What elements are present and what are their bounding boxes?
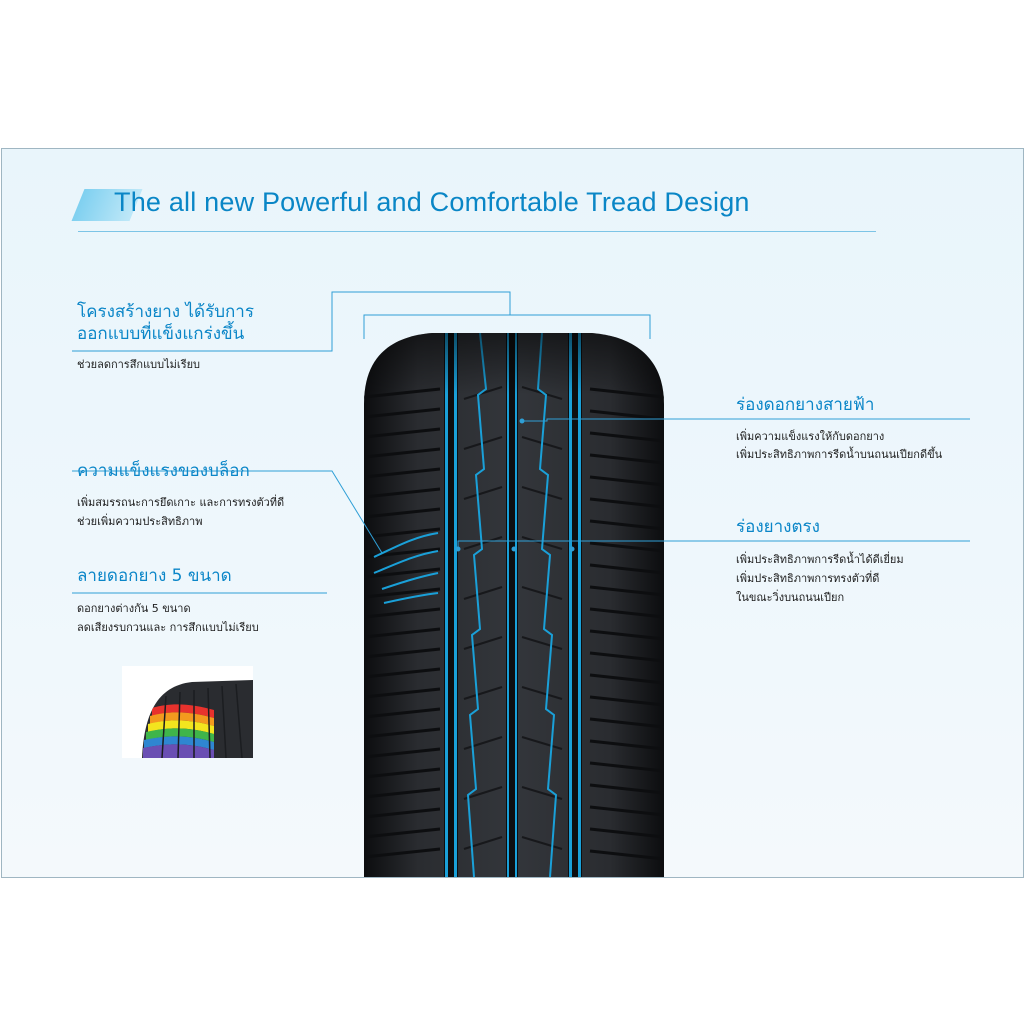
feature-5size-heading: ลายดอกยาง 5 ขนาด xyxy=(77,566,232,586)
feature-5size-desc-2: ลดเสียงรบกวนและ การสึกแบบไม่เรียบ xyxy=(77,621,259,634)
title-block: The all new Powerful and Comfortable Tre… xyxy=(71,185,878,235)
feature-structure-heading-2: ออกแบบที่แข็งแกร่งขึ้น xyxy=(77,324,245,344)
feature-straight-desc-2: เพิ่มประสิทธิภาพการทรงตัวที่ดี xyxy=(736,572,880,585)
feature-structure-desc: ช่วยลดการสึกแบบไม่เรียบ xyxy=(77,358,201,371)
feature-lightning-desc-1: เพิ่มความแข็งแรงให้กับดอกยาง xyxy=(736,430,885,443)
feature-straight-desc-3: ในขณะวิ่งบนถนนเปียก xyxy=(736,591,845,604)
feature-lightning-desc-2: เพิ่มประสิทธิภาพการรีดน้ำบนถนนเปียกดีขึ้… xyxy=(736,448,943,461)
tread-design-panel: The all new Powerful and Comfortable Tre… xyxy=(1,148,1024,878)
title-underline xyxy=(78,231,876,232)
page-title: The all new Powerful and Comfortable Tre… xyxy=(114,187,750,217)
feature-block-heading: ความแข็งแรงของบล็อก xyxy=(77,461,250,481)
feature-structure-heading-1: โครงสร้างยาง ได้รับการ xyxy=(77,302,254,322)
tire-tread-illustration xyxy=(72,291,970,877)
feature-lightning-heading: ร่องดอกยางสายฟ้า xyxy=(736,395,875,415)
feature-block-desc-2: ช่วยเพิ่มความประสิทธิภาพ xyxy=(77,515,203,528)
feature-straight-heading: ร่องยางตรง xyxy=(736,517,820,537)
tire-5-size-tread-icon xyxy=(122,666,253,758)
callout-lines xyxy=(72,291,970,594)
feature-straight-desc-1: เพิ่มประสิทธิภาพการรีดน้ำได้ดีเยี่ยม xyxy=(736,553,904,566)
feature-block-desc-1: เพิ่มสมรรถนะการยึดเกาะ และการทรงตัวที่ดี xyxy=(77,496,285,509)
feature-5size-desc-1: ดอกยางต่างกัน 5 ขนาด xyxy=(77,602,191,615)
